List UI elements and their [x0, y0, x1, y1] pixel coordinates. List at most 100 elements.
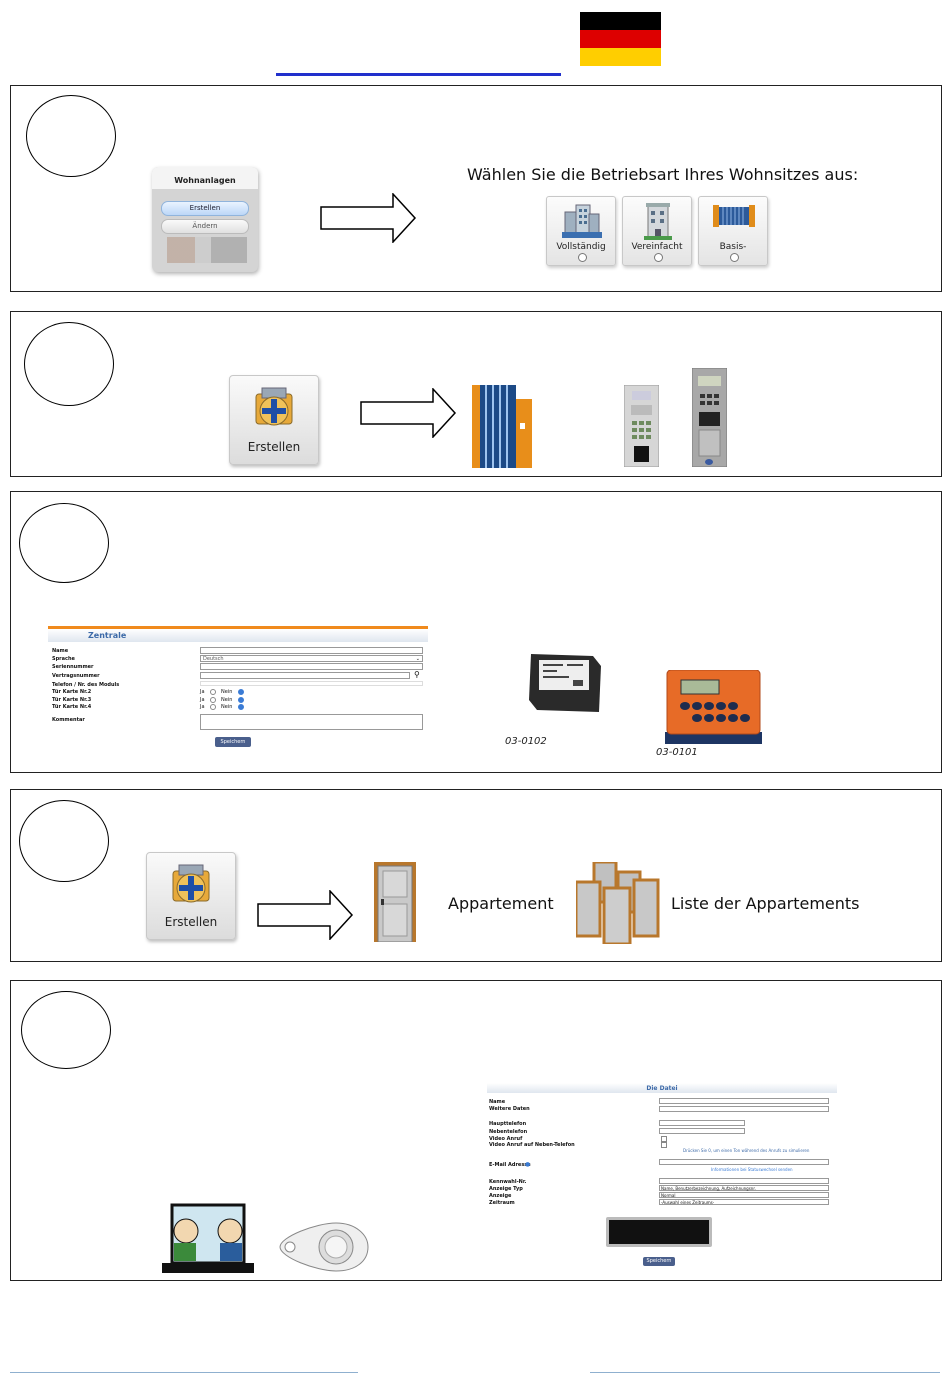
- flag-stripe-black: [580, 12, 661, 30]
- field-label: Anzeige: [489, 1193, 512, 1199]
- field-label: Anzeige Typ: [489, 1186, 523, 1192]
- residences-menu: Wohnanlagen Erstellen Ändern: [152, 167, 258, 272]
- field-label: Video Anruf: [489, 1136, 523, 1142]
- display-type-select[interactable]: Name, Benutzerbezeichnung, Aufzeichnungs…: [659, 1185, 829, 1191]
- save-button[interactable]: Speichern: [215, 737, 251, 747]
- mode-full-button[interactable]: Vollständig: [546, 196, 616, 266]
- field-label: Zeitraum: [489, 1200, 515, 1206]
- email-link[interactable]: Informationen bei Statuswechsel senden: [711, 1167, 793, 1172]
- badge-reader-image: [606, 1217, 712, 1247]
- name-input[interactable]: [200, 647, 423, 654]
- mode-simplified-button[interactable]: Vereinfacht: [622, 196, 692, 266]
- yes-radio[interactable]: [210, 689, 216, 695]
- no-label: Nein: [221, 704, 233, 710]
- create-label: Erstellen: [164, 915, 218, 929]
- video-call-checkbox[interactable]: [661, 1136, 667, 1142]
- yes-radio[interactable]: [210, 697, 216, 703]
- video-call-secondary-checkbox[interactable]: [661, 1142, 667, 1148]
- add-icon: [255, 387, 293, 426]
- search-icon[interactable]: ⚲: [414, 670, 420, 679]
- create-label: Erstellen: [247, 440, 301, 454]
- module-phone-input[interactable]: [200, 681, 423, 686]
- mode-radio[interactable]: [730, 253, 739, 262]
- form-accent-bar: [48, 626, 428, 629]
- form-title: Die Datei: [646, 1085, 678, 1092]
- field-label: Telefon / Nr. des Moduls: [52, 682, 120, 688]
- mode-basic-button[interactable]: Basis-: [698, 196, 768, 266]
- language-select[interactable]: Deutsch ⌄: [200, 655, 423, 662]
- header-link-underline[interactable]: [276, 73, 561, 76]
- add-icon: [172, 864, 210, 903]
- gate-icon: [713, 205, 755, 227]
- field-label: Name: [489, 1099, 506, 1105]
- main-phone-input[interactable]: [659, 1120, 745, 1126]
- step-circle: [21, 991, 111, 1069]
- keypad-panel-icon: [692, 368, 727, 467]
- module-code: 03-0102: [505, 736, 547, 747]
- field-label: Tür Karte Nr.4: [52, 704, 92, 710]
- flag-stripe-red: [580, 30, 661, 48]
- module-03-0102-icon: [529, 654, 601, 712]
- secondary-phone-input[interactable]: [659, 1128, 745, 1134]
- comment-textarea[interactable]: [200, 714, 423, 730]
- period-value: -Auswahl eines Zeitraums-: [661, 1200, 715, 1205]
- no-radio[interactable]: [238, 689, 244, 695]
- chevron-down-icon: ⌄: [415, 656, 420, 662]
- field-label: Tür Karte Nr.2: [52, 689, 92, 695]
- mode-label: Vereinfacht: [631, 242, 683, 252]
- no-label: Nein: [221, 689, 233, 695]
- right-arrow-icon: [257, 890, 354, 940]
- email-input[interactable]: [659, 1159, 829, 1165]
- step-3-panel: Zentrale Name Sprache Deutsch ⌄ Seriennu…: [10, 491, 942, 773]
- create-installation-button[interactable]: Erstellen: [229, 375, 319, 465]
- name-input[interactable]: [659, 1098, 829, 1104]
- step-circle: [26, 95, 116, 177]
- mode-radio[interactable]: [654, 253, 663, 262]
- no-label: Nein: [221, 697, 233, 703]
- yes-radio[interactable]: [210, 704, 216, 710]
- right-arrow-icon: [360, 388, 457, 438]
- mode-label: Basis-: [719, 242, 747, 252]
- footer-rule-right: [590, 1372, 940, 1373]
- serial-input[interactable]: [200, 663, 423, 670]
- create-apartment-button[interactable]: Erstellen: [146, 852, 236, 940]
- central-unit-form: Zentrale Name Sprache Deutsch ⌄ Seriennu…: [48, 626, 428, 756]
- edit-menu-item[interactable]: Ändern: [161, 219, 249, 234]
- form-title: Zentrale: [88, 631, 127, 640]
- more-data-input[interactable]: [659, 1106, 829, 1112]
- field-label: Video Anruf auf Neben-Telefon: [489, 1142, 575, 1148]
- display-type-value: Name, Benutzerbezeichnung, Aufzeichnungs…: [661, 1186, 756, 1191]
- step-1-panel: Wohnanlagen Erstellen Ändern Wählen Sie …: [10, 85, 942, 292]
- form-header: [487, 1083, 837, 1093]
- dial-code-input[interactable]: [659, 1178, 829, 1184]
- yes-label: Ja: [200, 704, 205, 710]
- module-03-0101-icon: [665, 670, 762, 744]
- step-circle: [19, 503, 109, 583]
- field-label: E-Mail Adresse: [489, 1162, 531, 1168]
- info-icon: ●: [525, 1161, 531, 1168]
- contract-input[interactable]: [200, 672, 410, 679]
- field-label: Kommentar: [52, 717, 85, 723]
- doors-list-icon: [576, 862, 660, 944]
- footer-rule-left: [10, 1372, 358, 1373]
- no-radio[interactable]: [238, 697, 244, 703]
- create-menu-item[interactable]: Erstellen: [161, 201, 249, 216]
- field-label: Haupttelefon: [489, 1121, 527, 1127]
- resident-file-form: Die Datei Name Weitere Daten Haupttelefo…: [487, 1083, 837, 1273]
- step-5-panel: Die Datei Name Weitere Daten Haupttelefo…: [10, 980, 942, 1281]
- step-circle: [19, 800, 109, 882]
- apartment-building-icon: [562, 204, 602, 238]
- gate-icon: [472, 385, 532, 468]
- form-header: [48, 629, 428, 642]
- mode-radio[interactable]: [578, 253, 587, 262]
- field-label: Nebentelefon: [489, 1129, 528, 1135]
- period-select[interactable]: -Auswahl eines Zeitraums-: [659, 1199, 829, 1205]
- menu-background-image: [167, 237, 247, 263]
- display-select[interactable]: Normal: [659, 1192, 829, 1198]
- field-label: Name: [52, 648, 69, 654]
- step-2-panel: Erstellen: [10, 311, 942, 477]
- mode-prompt: Wählen Sie die Betriebsart Ihres Wohnsit…: [467, 165, 859, 184]
- yes-label: Ja: [200, 689, 205, 695]
- save-button[interactable]: Speichern: [643, 1257, 675, 1266]
- no-radio[interactable]: [238, 704, 244, 710]
